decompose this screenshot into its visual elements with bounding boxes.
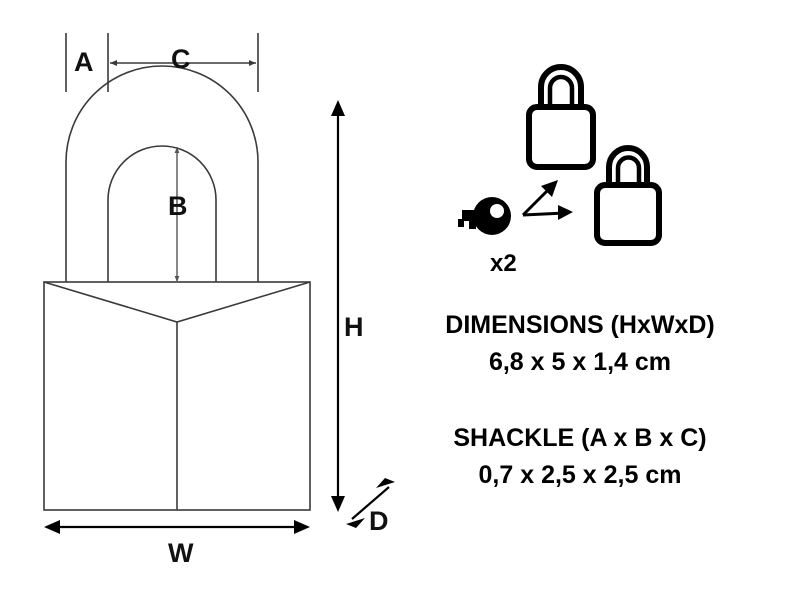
dimension-label-h: H <box>344 312 364 342</box>
dimensions-value: 6,8 x 5 x 1,4 cm <box>488 348 672 376</box>
shackle-value: 0,7 x 2,5 x 2,5 cm <box>478 461 682 489</box>
dimension-arrow-w <box>44 520 310 534</box>
key-icon <box>458 197 511 235</box>
arrow-up-right-icon <box>521 180 558 217</box>
dimension-label-c: C <box>171 44 191 74</box>
key-count-label: x2 <box>490 250 517 277</box>
dimension-line-b <box>174 147 180 282</box>
padlock-icon-top <box>526 64 596 170</box>
shackle-title: SHACKLE (A x B x C) <box>453 424 707 452</box>
dimension-label-w: W <box>168 538 194 568</box>
padlock-icon-bottom <box>594 145 662 246</box>
arrow-right-icon <box>522 205 573 220</box>
shackle-inner-outline <box>107 145 217 282</box>
dimension-arrow-d <box>346 478 395 528</box>
dimension-label-a: A <box>74 47 94 77</box>
shackle-outer-outline <box>65 65 259 282</box>
dimension-arrow-c <box>110 60 256 66</box>
dimension-label-d: D <box>369 506 389 536</box>
dimensions-title: DIMENSIONS (HxWxD) <box>445 311 715 339</box>
dimension-arrow-h <box>331 100 345 512</box>
dimension-label-b: B <box>168 191 188 221</box>
